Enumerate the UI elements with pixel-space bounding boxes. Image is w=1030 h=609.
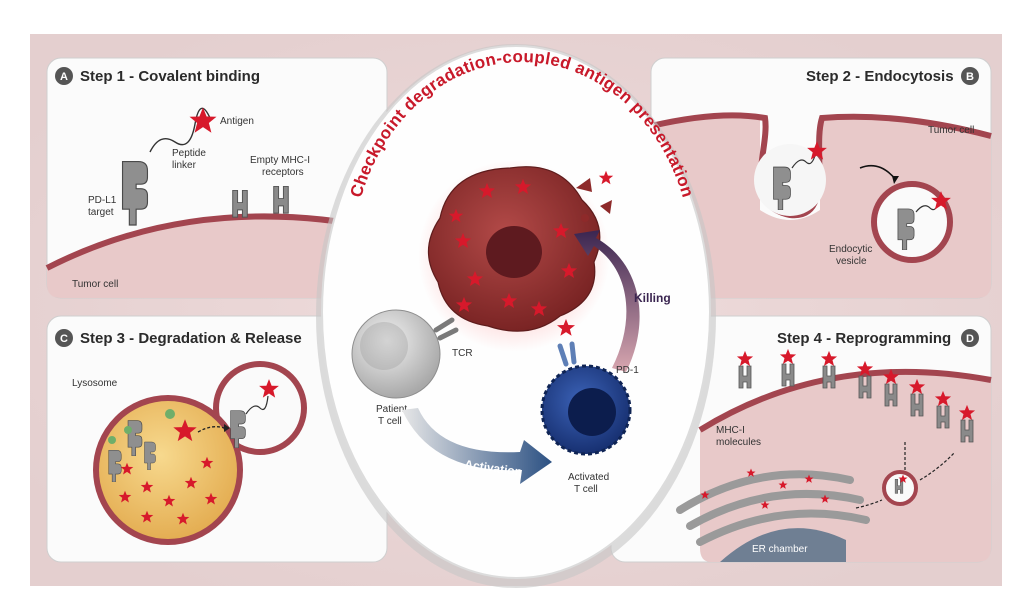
antigen-label: Antigen (220, 116, 254, 127)
target-label-line2: target (88, 207, 114, 218)
fragment (165, 409, 175, 419)
release-arrow (197, 426, 225, 433)
activation-arrow (402, 408, 552, 484)
peptide-linker (791, 151, 817, 169)
lysosome-label: Lysosome (72, 378, 118, 389)
step1-badge (55, 67, 73, 85)
target-label-line1: PD-L1 (88, 195, 117, 206)
vesicle-label-line1: Endocytic (829, 244, 872, 255)
center-panel: Checkpoint degradation-coupled antigen p… (316, 44, 716, 588)
tumor-nucleus (486, 226, 542, 278)
step1-title: Step 1 - Covalent binding (80, 68, 260, 85)
step4-badge (961, 329, 979, 347)
killing-arrow (574, 230, 640, 372)
er-chamber-label: ER chamber (752, 544, 808, 555)
step4-title: Step 4 - Reprogramming (777, 330, 951, 347)
linker-label-line2: linker (172, 160, 197, 171)
killing-label: Killing (634, 291, 671, 305)
patient-t-cell (351, 309, 441, 399)
activated-label-line1: Activated (568, 472, 609, 483)
step3-title: Step 3 - Degradation & Release (80, 330, 302, 347)
mhc-label-line1: MHC-I (716, 425, 745, 436)
t-cell-nucleus (360, 322, 408, 370)
pd-1-receptor (557, 341, 577, 367)
release-arrowhead (224, 424, 230, 432)
er-cisterna (696, 509, 870, 546)
linker-label-line1: Peptide (172, 148, 206, 159)
activated-nucleus (568, 388, 616, 436)
transport-arrow (855, 499, 883, 509)
step1-badge-letter: A (60, 71, 68, 83)
vesicle-label-line2: vesicle (836, 256, 867, 267)
mhc-label-line2: molecules (716, 437, 761, 448)
panel-step1: A Step 1 - Covalent binding Antigen Pept… (45, 57, 388, 299)
cell-membrane (698, 368, 992, 433)
tumor-cell-label: Tumor cell (72, 279, 118, 290)
receptors-label-line1: Empty MHC-I (250, 155, 310, 166)
er-chamber (720, 528, 846, 562)
step4-badge-letter: D (966, 333, 974, 345)
cell-fragment (576, 178, 592, 192)
patient-label-line2: T cell (378, 416, 402, 427)
step2-badge (961, 67, 979, 85)
activated-label-line2: T cell (574, 484, 598, 495)
transition-arrowhead (892, 176, 899, 184)
fragment (108, 436, 116, 444)
pd-1-label: PD-1 (616, 365, 639, 376)
fragment (124, 426, 132, 434)
tcr-label: TCR (452, 348, 473, 359)
patient-label-line1: Patient (376, 404, 407, 415)
step3-badge-letter: C (60, 333, 68, 345)
cell-fragment (600, 200, 612, 214)
er-cisterna (686, 489, 864, 530)
tumor-cell-label: Tumor cell (928, 125, 974, 136)
peptide-linker (149, 107, 211, 153)
step2-title: Step 2 - Endocytosis (806, 68, 954, 85)
peptide-linker (245, 395, 269, 415)
transport-arrow (919, 451, 956, 481)
er-cisterna (676, 470, 854, 514)
step2-badge-letter: B (966, 71, 974, 83)
receptors-label-line2: receptors (262, 167, 304, 178)
cell-fragment (581, 214, 589, 222)
panel-step2: Step 2 - Endocytosis B Tumor cell Endocy… (650, 57, 992, 299)
step3-badge (55, 329, 73, 347)
tcr-receptor (433, 317, 459, 341)
panel-step3: C Step 3 - Degradation & Release Lysosom… (46, 315, 388, 563)
